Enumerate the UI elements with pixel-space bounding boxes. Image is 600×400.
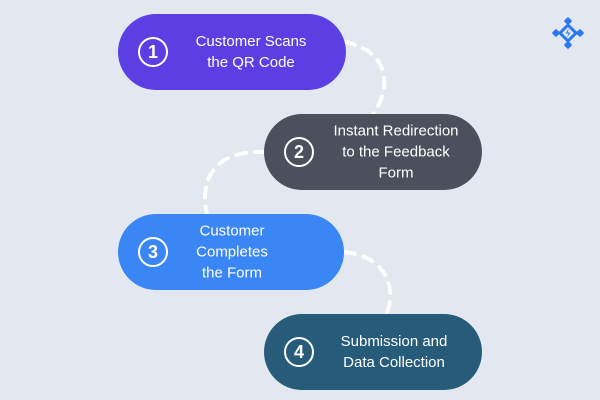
step-label: Customer Scans the QR Code — [195, 33, 307, 71]
connector-3-4 — [343, 250, 393, 318]
step-2-pill: 2 Instant Redirection to the Feedback Fo… — [264, 114, 482, 190]
connector-2-3 — [203, 149, 267, 220]
step-number-badge: 1 — [138, 37, 168, 67]
brand-logo-icon — [552, 17, 584, 49]
step-label: Instant Redirection to the Feedback Form — [333, 122, 459, 182]
step-number-badge: 2 — [284, 137, 314, 167]
step-1-pill: 1 Customer Scans the QR Code — [118, 14, 346, 90]
step-label: Submission and Data Collection — [340, 333, 448, 371]
step-label: Customer Completes the Form — [196, 222, 268, 282]
step-4-pill: 4 Submission and Data Collection — [264, 314, 482, 390]
step-number-badge: 4 — [284, 337, 314, 367]
step-number-badge: 3 — [138, 237, 168, 267]
step-3-pill: 3 Customer Completes the Form — [118, 214, 344, 290]
connector-1-2 — [343, 40, 387, 120]
